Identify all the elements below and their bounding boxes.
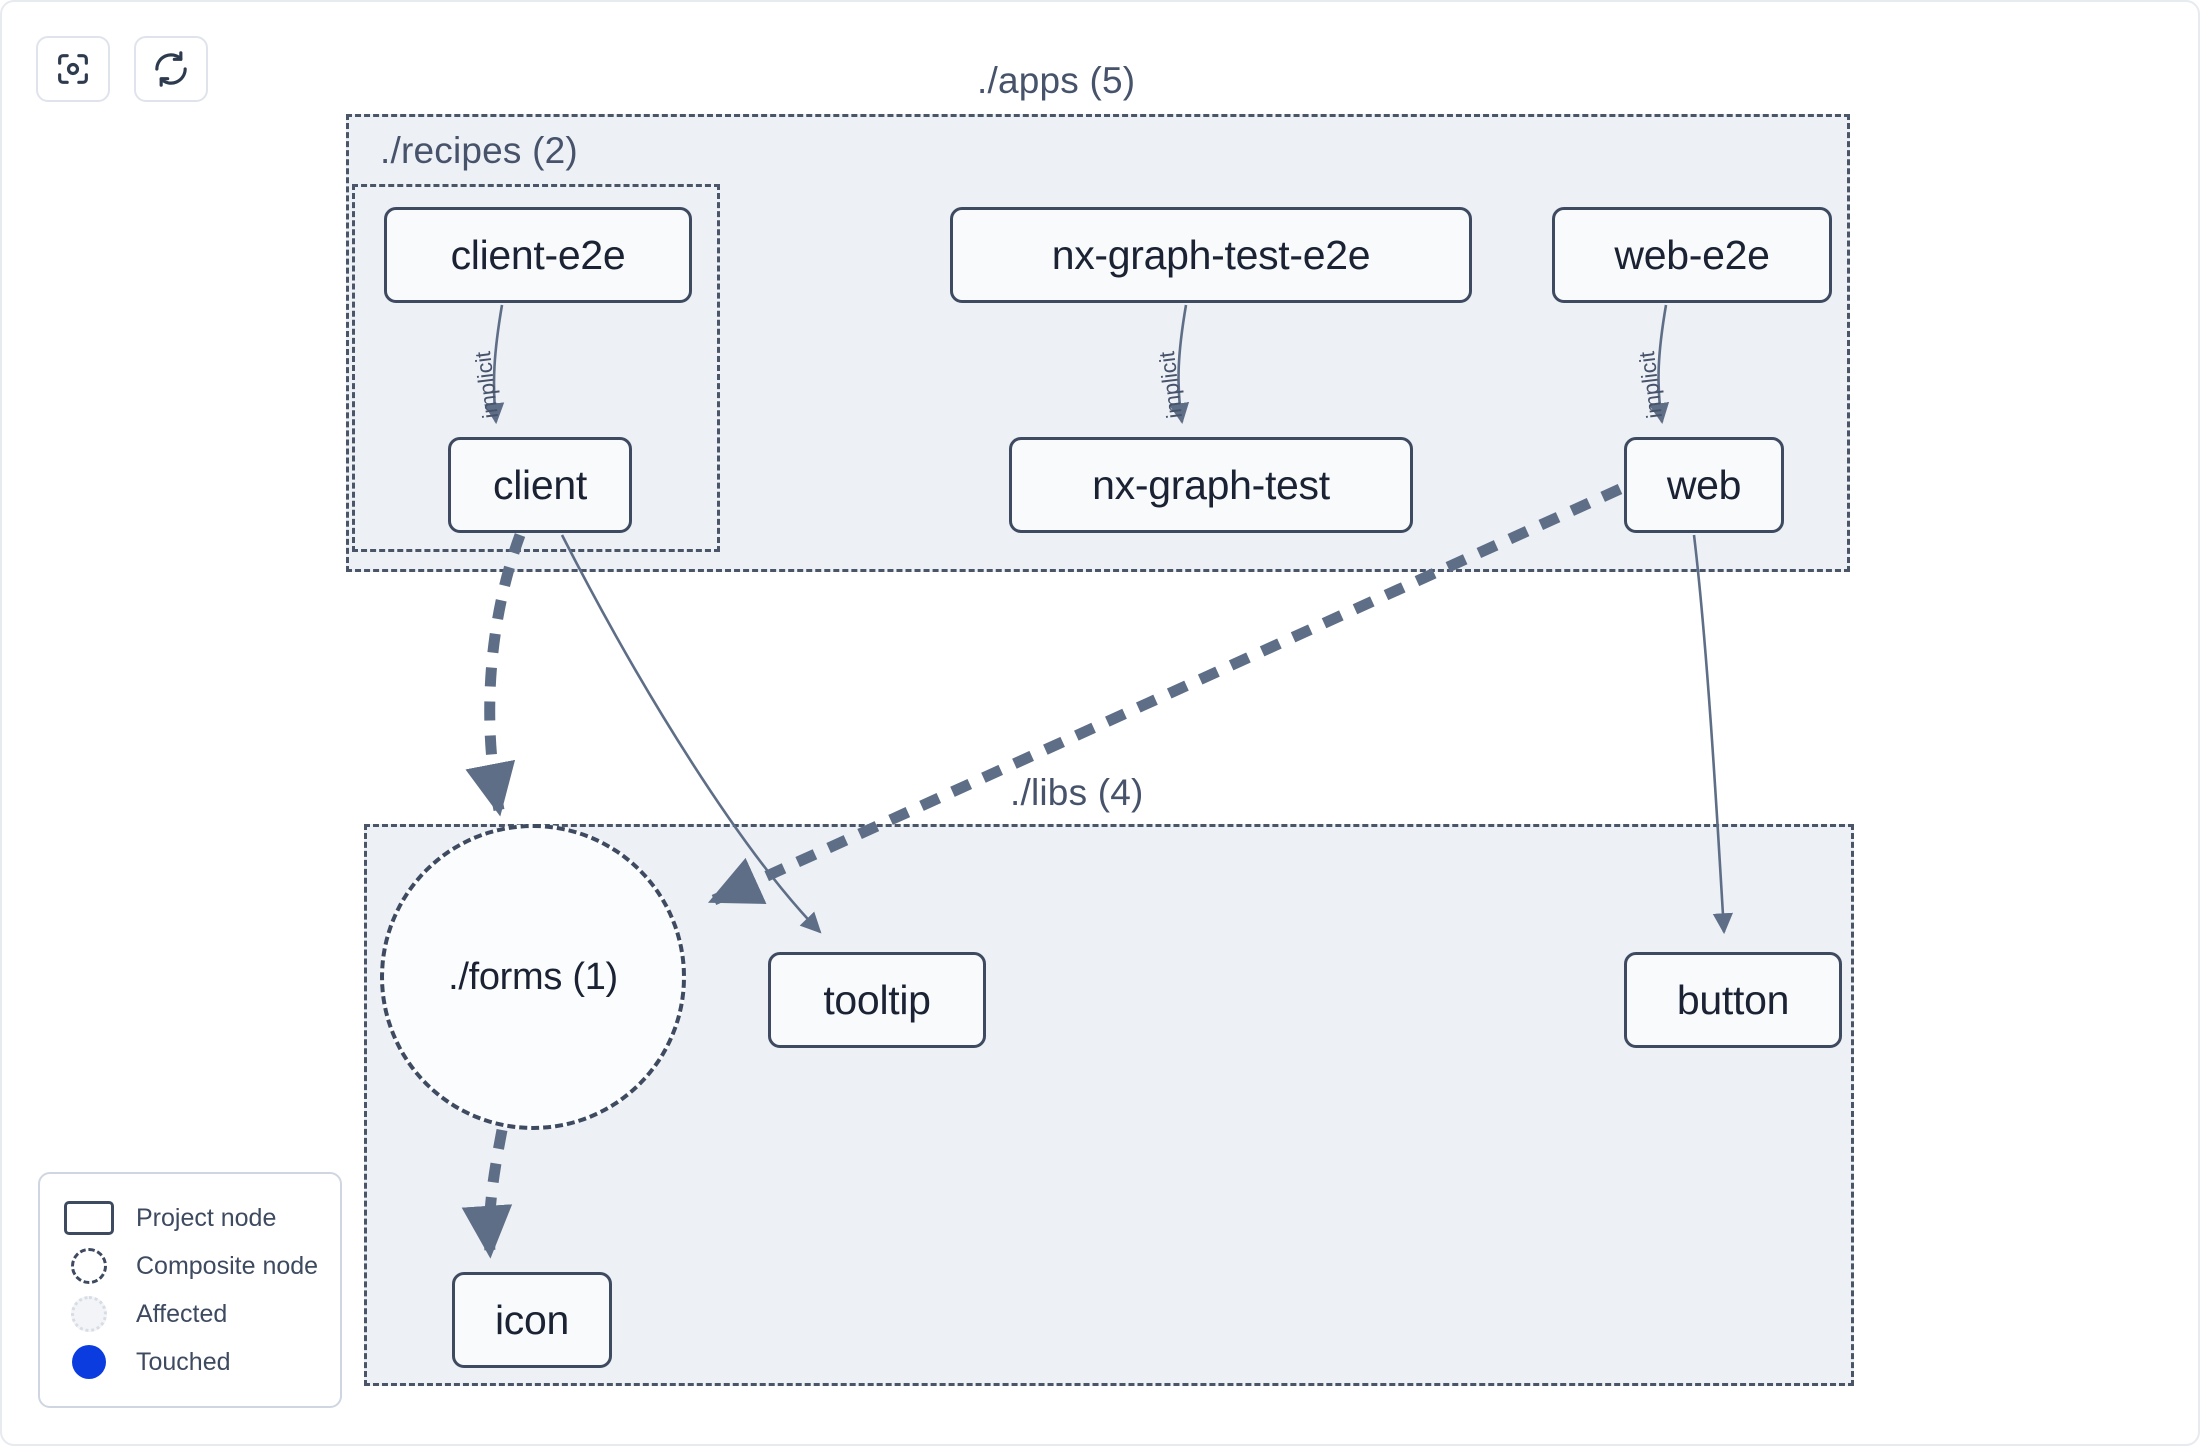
group-label-recipes: ./recipes (2) — [380, 130, 578, 171]
node-label: client-e2e — [450, 231, 626, 278]
node-label: web-e2e — [1614, 231, 1770, 278]
node-icon[interactable]: icon — [452, 1272, 612, 1368]
node-nx-graph-test[interactable]: nx-graph-test — [1009, 437, 1413, 533]
node-label: ./forms (1) — [448, 955, 618, 998]
focus-graph-button[interactable] — [36, 36, 110, 102]
node-web-e2e[interactable]: web-e2e — [1552, 207, 1832, 303]
focus-icon — [53, 49, 93, 89]
composite-node-icon — [62, 1248, 116, 1284]
node-button[interactable]: button — [1624, 952, 1842, 1048]
group-label-libs: ./libs (4) — [1010, 772, 1144, 813]
legend-item-affected: Affected — [62, 1290, 318, 1338]
legend-label: Affected — [136, 1299, 228, 1328]
node-label: button — [1676, 976, 1790, 1023]
node-label: client — [493, 461, 587, 508]
group-label-apps: ./apps (5) — [977, 60, 1136, 101]
touched-node-icon — [62, 1345, 116, 1379]
legend-item-composite-node: Composite node — [62, 1242, 318, 1290]
node-label: tooltip — [823, 976, 931, 1023]
refresh-graph-button[interactable] — [134, 36, 208, 102]
node-label: icon — [494, 1296, 569, 1343]
node-label: web — [1666, 461, 1742, 508]
refresh-icon — [151, 49, 191, 89]
legend-item-touched: Touched — [62, 1338, 318, 1386]
node-tooltip[interactable]: tooltip — [768, 952, 986, 1048]
node-label: nx-graph-test-e2e — [1051, 231, 1371, 278]
legend-label: Composite node — [136, 1251, 319, 1280]
graph-toolbar — [36, 36, 208, 102]
legend-item-project-node: Project node — [62, 1194, 318, 1242]
project-node-icon — [62, 1201, 116, 1235]
graph-legend: Project node Composite node Affected Tou… — [38, 1172, 342, 1408]
legend-label: Touched — [136, 1347, 231, 1376]
node-label: nx-graph-test — [1092, 461, 1330, 508]
affected-node-icon — [62, 1296, 116, 1332]
node-forms[interactable]: ./forms (1) — [380, 824, 686, 1130]
node-client-e2e[interactable]: client-e2e — [384, 207, 692, 303]
node-nx-graph-test-e2e[interactable]: nx-graph-test-e2e — [950, 207, 1472, 303]
edge-client-to-forms — [465, 533, 526, 817]
legend-label: Project node — [136, 1203, 277, 1232]
node-client[interactable]: client — [448, 437, 632, 533]
node-web[interactable]: web — [1624, 437, 1784, 533]
